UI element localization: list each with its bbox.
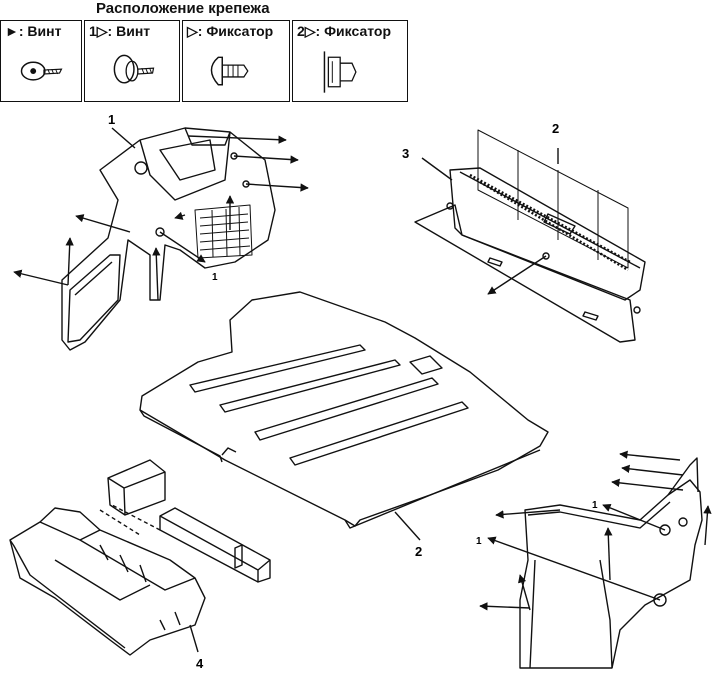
- screw-arrow: [479, 602, 531, 611]
- tool-tray: [9, 507, 206, 656]
- clip-arrow: [152, 247, 161, 301]
- legend-clip: ▷: Фиксатор: [182, 20, 290, 102]
- luggage-floor-board: [139, 291, 549, 529]
- legend-clip-2: 2▷: Фиксатор: [292, 20, 408, 102]
- right-side-trim-panel: [519, 457, 703, 669]
- clip-arrow: [65, 237, 74, 286]
- legend-screw-label: ►: Винт: [5, 23, 62, 39]
- leader-line: [394, 511, 421, 541]
- clip-arrow: [13, 269, 69, 286]
- callout-2-floor: 2: [415, 544, 422, 559]
- foam-bar: [159, 507, 271, 583]
- callout-4: 4: [196, 656, 204, 671]
- clip-arrow: [187, 135, 287, 144]
- screw-arrow: [174, 211, 186, 220]
- left-trim-grille: [194, 204, 253, 259]
- screw-arrow: [604, 527, 613, 581]
- screw-arrow: [703, 505, 712, 546]
- clip-2-icon: [323, 51, 357, 93]
- clip-arrow: [611, 478, 684, 491]
- leader-line: [99, 509, 141, 536]
- foam-block: [107, 459, 166, 516]
- leader-line: [111, 127, 136, 149]
- leader-line: [111, 504, 161, 531]
- clip-arrow: [233, 155, 299, 164]
- callout-2-top: 2: [552, 121, 559, 136]
- callout-3: 3: [402, 146, 409, 161]
- legend-clip-label: ▷: Фиксатор: [187, 23, 274, 39]
- callout-1: 1: [108, 112, 115, 127]
- left-side-trim-panel: [61, 127, 276, 351]
- legend-screw-1: 1▷: Винт: [84, 20, 180, 102]
- rear-end-trim-panel: [414, 129, 646, 343]
- legend-clip-2-label: 2▷: Фиксатор: [297, 23, 392, 39]
- clip-arrow: [245, 183, 309, 192]
- clip-arrow: [621, 464, 684, 476]
- sub-callout-1: 1: [476, 536, 482, 547]
- clip-arrow: [602, 503, 666, 531]
- clip-arrow: [159, 231, 206, 263]
- leader-line: [189, 624, 199, 653]
- legend-screw: ►: Винт: [0, 20, 82, 102]
- clip-arrow: [619, 450, 681, 461]
- clip-arrow: [75, 214, 131, 233]
- clip-icon: [210, 56, 249, 86]
- screw-arrow: [487, 255, 547, 295]
- legend-title: Расположение крепежа: [96, 0, 270, 17]
- leader-line: [421, 157, 453, 181]
- sub-callout-1: 1: [592, 500, 598, 511]
- screw-icon: [20, 61, 63, 81]
- sub-callout-1: 1: [212, 272, 218, 283]
- screw-washer-icon: [113, 54, 155, 84]
- clip-arrow: [495, 509, 561, 519]
- clip-arrow: [518, 574, 531, 611]
- legend-screw-1-label: 1▷: Винт: [89, 23, 151, 39]
- clip-arrow: [487, 536, 661, 601]
